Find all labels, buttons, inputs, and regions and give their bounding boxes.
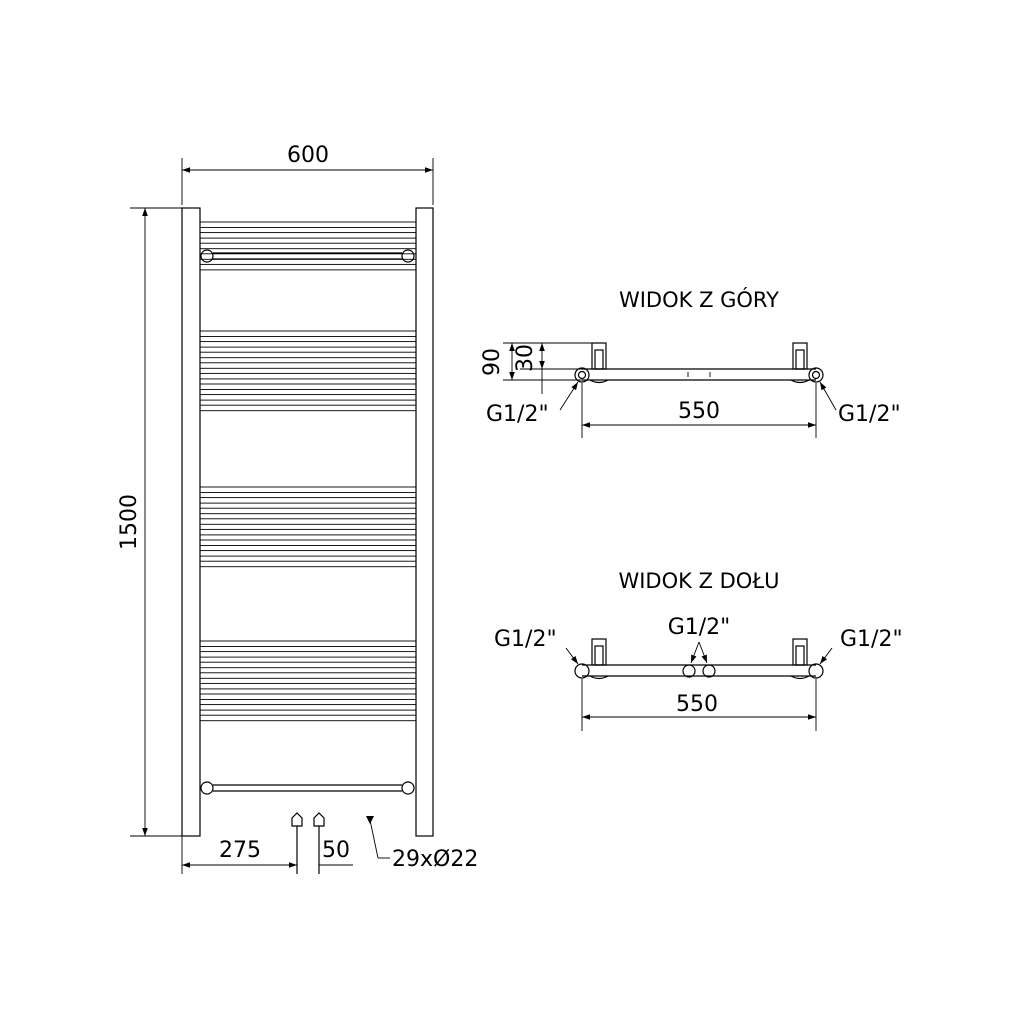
radiator-bar	[199, 383, 417, 390]
bottom-mounting-brackets	[200, 781, 415, 795]
tube-spec-leader: 29xØ22	[366, 816, 478, 872]
bottom-right-connection	[808, 663, 824, 679]
radiator-bar	[199, 232, 417, 239]
radiator-bar	[199, 672, 417, 679]
radiator-bar	[199, 497, 417, 504]
mount-circle-bottom-right	[401, 781, 415, 795]
bottom-view: WIDOK Z DOŁU G1/2" G1/2" G1/2" 550	[494, 569, 903, 731]
radiator-bar	[199, 518, 417, 525]
tube-spec-label: 29xØ22	[392, 847, 478, 872]
connection-dimensions: 275 50	[181, 836, 353, 874]
mount-circle-top-left	[200, 249, 214, 263]
height-label: 1500	[117, 494, 142, 550]
top-view-title: WIDOK Z GÓRY	[619, 287, 779, 312]
top-right-thread-label: G1/2"	[838, 402, 901, 427]
top-left-thread-label: G1/2"	[486, 402, 549, 427]
bottom-right-thread-label: G1/2"	[840, 627, 903, 652]
mount-circle-top-right	[401, 249, 415, 263]
connection-left-label: 275	[219, 838, 261, 863]
radiator-bar	[199, 341, 417, 348]
bottom-right-bracket	[792, 638, 808, 666]
radiator-bar	[199, 714, 417, 722]
radiator-bar	[199, 693, 417, 700]
width-dimension: 600	[181, 143, 434, 205]
bottom-spacing-label: 550	[676, 692, 718, 717]
depth-dimensions: 90 30	[480, 342, 592, 394]
radiator-bar	[199, 404, 417, 412]
height-dimension: 1500	[117, 207, 182, 837]
horizontal-bars	[199, 221, 417, 722]
connection-spacing-label: 50	[322, 838, 350, 863]
top-spacing-label: 550	[678, 399, 720, 424]
top-left-connection	[574, 367, 590, 383]
radiator-bar	[199, 263, 417, 271]
radiator-bar	[199, 242, 417, 250]
top-mounting-brackets	[200, 249, 415, 263]
radiator-bar	[199, 330, 417, 337]
radiator-bar	[199, 351, 417, 359]
radiator-bar	[199, 550, 417, 557]
radiator-bar	[199, 507, 417, 515]
offset-label: 30	[513, 344, 538, 372]
radiator-bar	[199, 394, 417, 401]
top-right-bracket	[792, 342, 808, 370]
bottom-left-connection	[574, 663, 590, 679]
bottom-left-bracket	[591, 638, 607, 666]
bottom-center-connection-left	[682, 664, 696, 678]
radiator-bar	[199, 651, 417, 658]
bottom-center-thread-label: G1/2"	[668, 615, 731, 640]
bottom-valve-connections	[291, 812, 325, 874]
depth-label: 90	[480, 348, 505, 376]
radiator-bar	[199, 372, 417, 380]
front-view: 600 1500 275 50 29xØ22	[117, 143, 478, 874]
right-side-tube	[415, 207, 434, 837]
radiator-bar	[199, 528, 417, 536]
top-view: WIDOK Z GÓRY 90 30 G1/2"	[480, 287, 901, 438]
radiator-bar	[199, 640, 417, 647]
bottom-center-connection-right	[702, 664, 716, 678]
radiator-bar	[199, 560, 417, 568]
top-left-bracket	[591, 342, 607, 370]
top-right-connection	[808, 367, 824, 383]
radiator-bar	[199, 486, 417, 493]
radiator-bar	[199, 221, 417, 228]
radiator-bar	[199, 704, 417, 711]
left-side-tube	[181, 207, 201, 837]
radiator-bar	[199, 661, 417, 669]
bottom-view-title: WIDOK Z DOŁU	[618, 569, 779, 593]
radiator-bar	[199, 682, 417, 690]
width-label: 600	[287, 143, 329, 168]
bottom-left-thread-label: G1/2"	[494, 627, 557, 652]
radiator-bar	[199, 362, 417, 369]
mount-circle-bottom-left	[200, 781, 214, 795]
radiator-bar	[199, 539, 417, 546]
